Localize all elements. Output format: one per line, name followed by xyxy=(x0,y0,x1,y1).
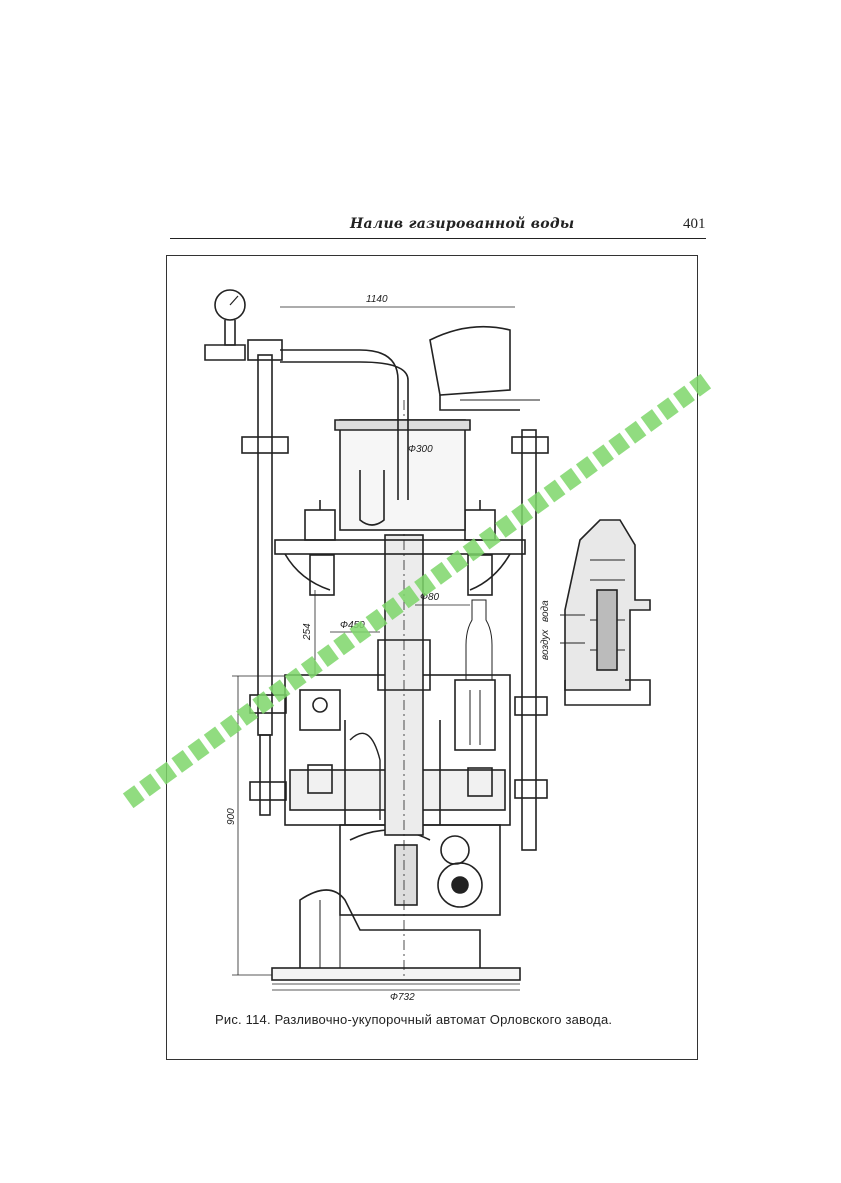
bottle xyxy=(465,599,493,681)
filler-head-left xyxy=(304,500,336,596)
right-post xyxy=(521,429,537,851)
figure-frame xyxy=(166,255,698,1060)
dim-carousel-diameter: Ф450 xyxy=(340,620,365,631)
figure-caption: Рис. 114. Разливочно-укупорочный автомат… xyxy=(215,1012,613,1027)
running-title: Налив газированной воды xyxy=(350,216,575,232)
pedestal xyxy=(299,889,481,968)
left-post xyxy=(257,354,273,736)
dim-overall-width: 1140 xyxy=(366,294,388,305)
upper-table xyxy=(274,539,526,555)
inset-label-water: вода xyxy=(540,600,551,622)
filler-head-right xyxy=(464,500,496,596)
page-number: 401 xyxy=(683,216,706,232)
base-plate xyxy=(271,967,521,981)
dim-base-diameter: Ф732 xyxy=(390,992,415,1003)
dim-height: 900 xyxy=(226,808,237,825)
tank xyxy=(339,419,466,531)
valve-inset xyxy=(560,519,651,706)
dim-shaft-diameter: Ф80 xyxy=(420,592,440,603)
dim-tank-diameter: Ф300 xyxy=(408,444,433,455)
feed-pipe xyxy=(280,349,409,381)
header-rule xyxy=(170,238,706,239)
dim-lift-height: 254 xyxy=(302,623,313,641)
hopper xyxy=(429,325,511,396)
inset-label-air: воздух xyxy=(540,629,551,660)
